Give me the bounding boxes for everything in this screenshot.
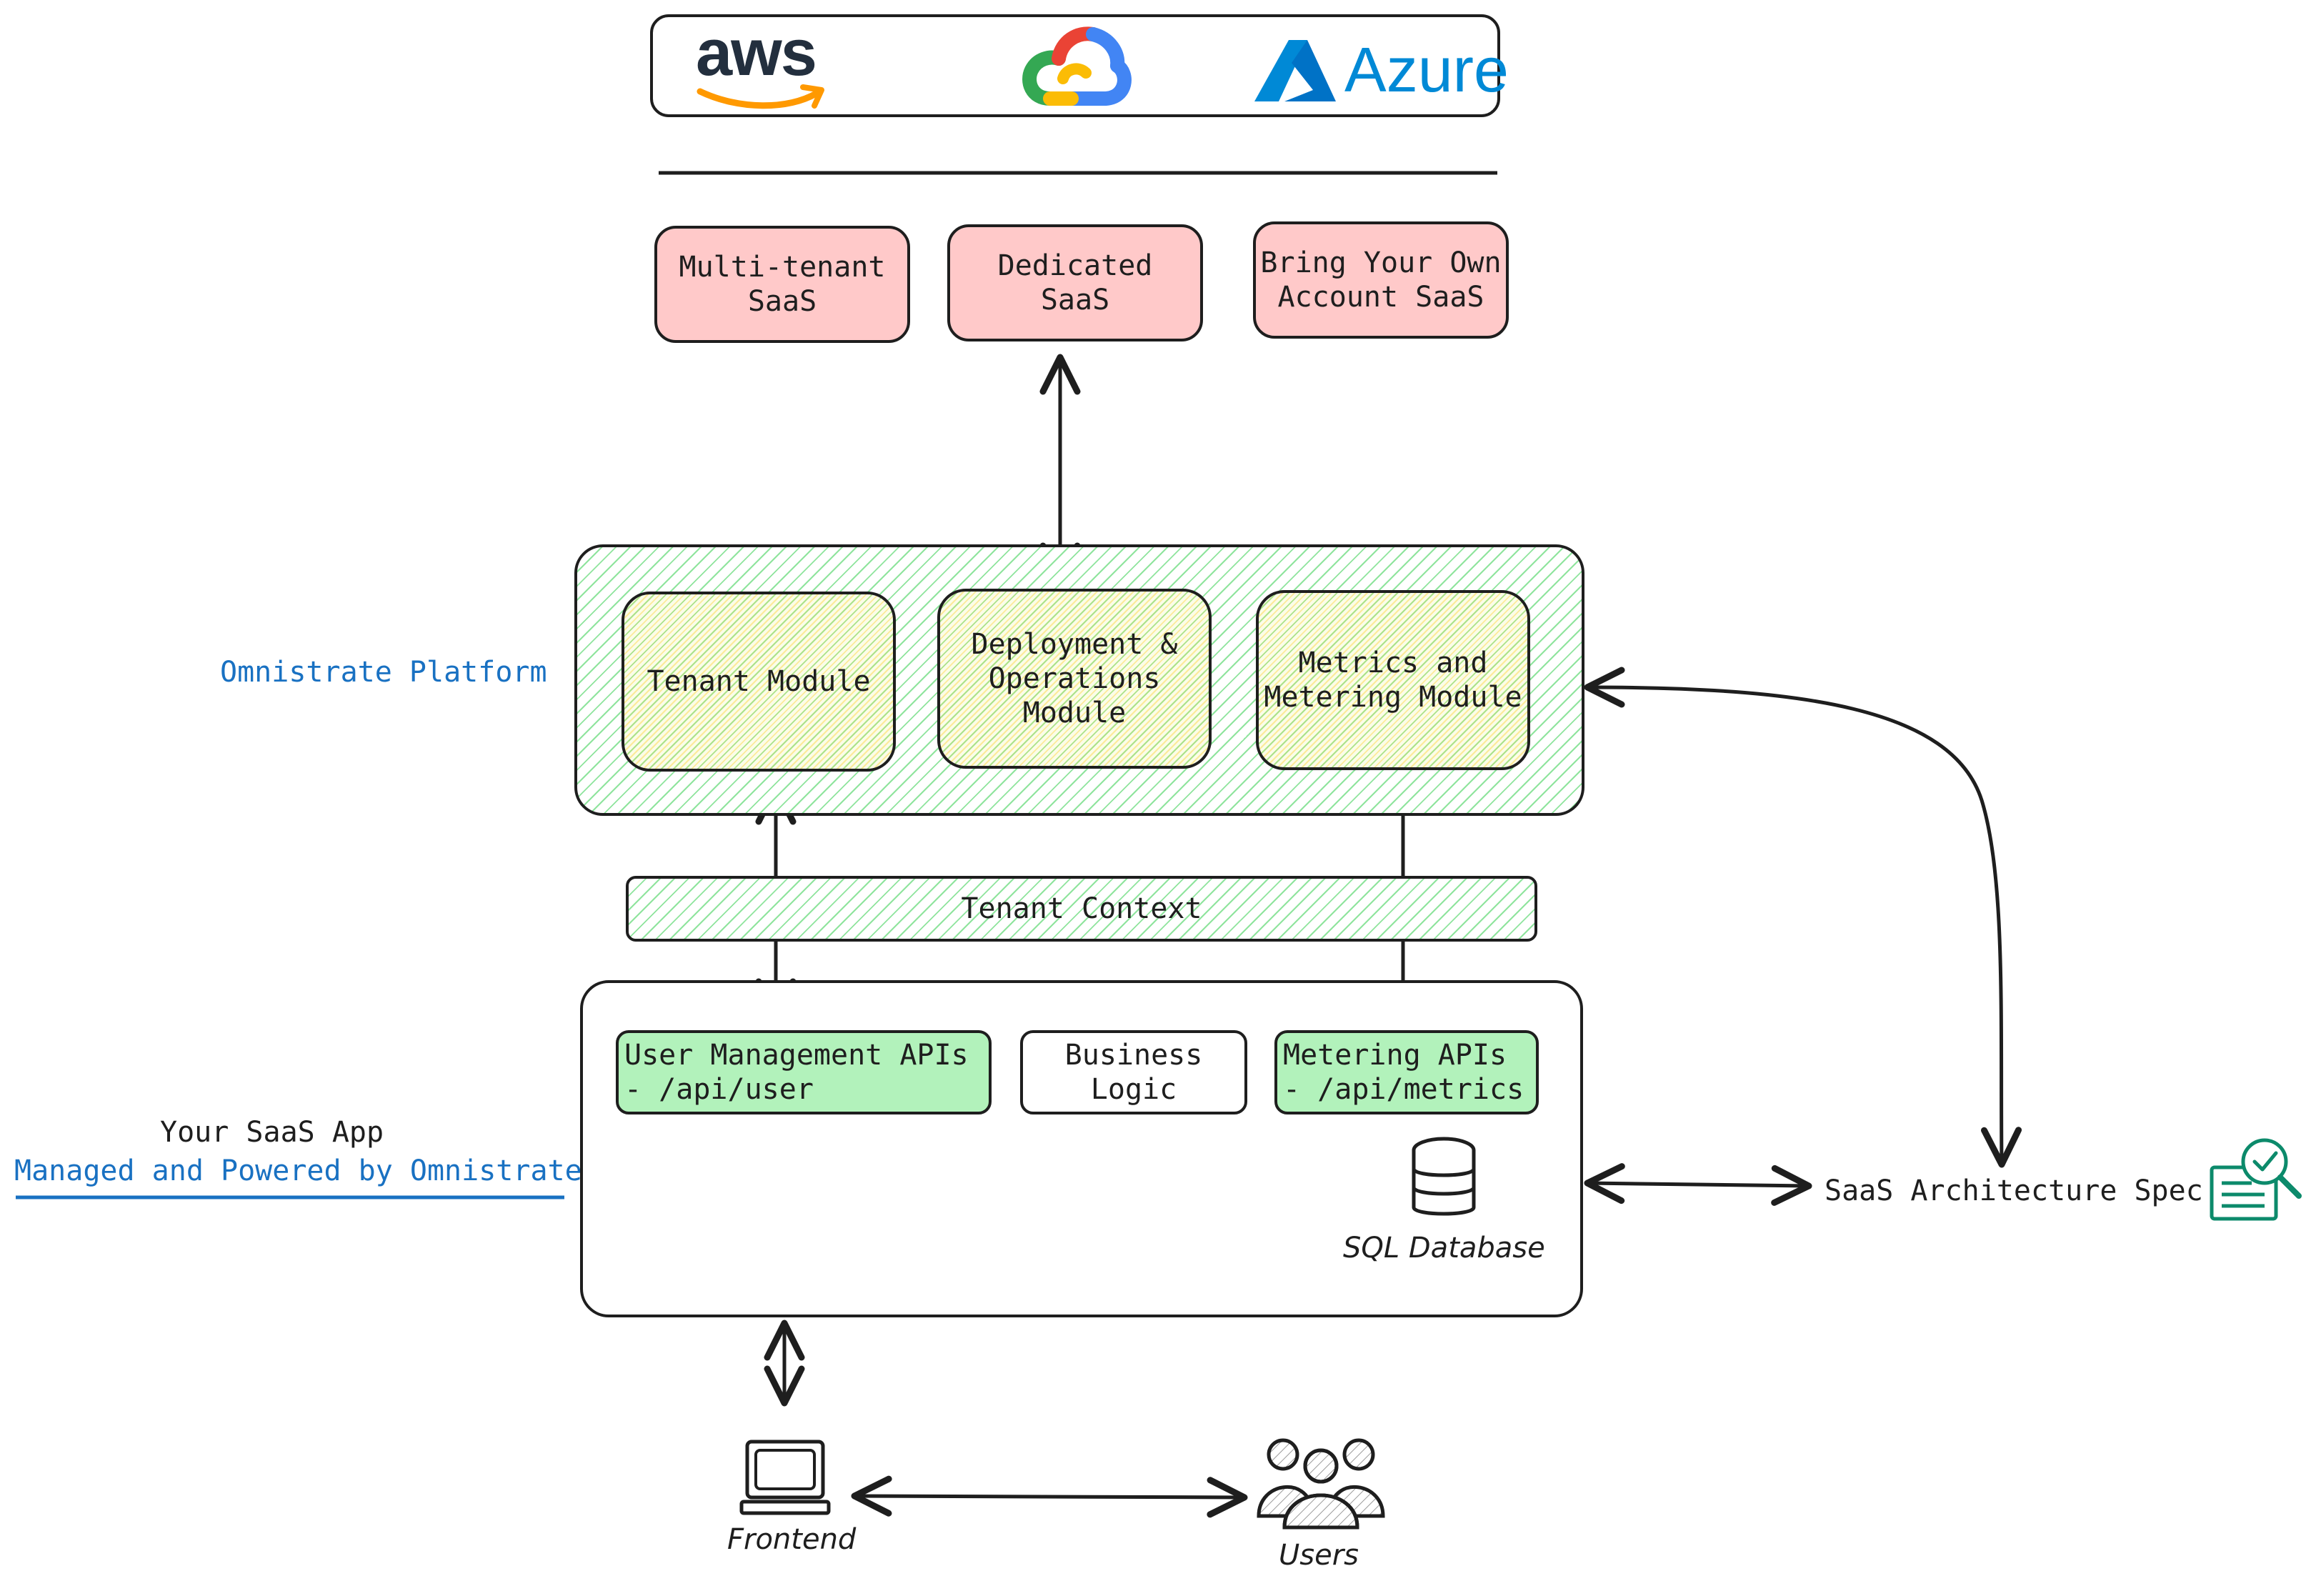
platform-side-label: Omnistrate Platform bbox=[220, 656, 547, 689]
user-management-api: User Management APIs - /api/user bbox=[616, 1030, 992, 1114]
frontend-label: Frontend bbox=[727, 1523, 857, 1556]
app-side-sublabel: Managed and Powered by Omnistrate bbox=[14, 1154, 582, 1187]
aws-logo-text: aws bbox=[696, 16, 817, 89]
azure-icon bbox=[1254, 40, 1336, 101]
database-icon bbox=[1412, 1137, 1476, 1216]
google-cloud-icon bbox=[1022, 26, 1132, 106]
cloud-providers-bar: aws Azure bbox=[650, 14, 1509, 117]
spec-document-icon bbox=[2210, 1138, 2302, 1221]
computer-icon bbox=[739, 1440, 831, 1515]
spec-label: SaaS Architecture Spec bbox=[1825, 1174, 2203, 1207]
database-label: SQL Database bbox=[1343, 1232, 1545, 1265]
offering-dedicated-saas: Dedicated SaaS bbox=[947, 224, 1203, 341]
azure-logo-text: Azure bbox=[1344, 34, 1509, 105]
business-logic: Business Logic bbox=[1020, 1030, 1247, 1114]
tenant-module: Tenant Module bbox=[622, 592, 896, 772]
offering-multi-tenant-saas: Multi-tenant SaaS bbox=[654, 226, 910, 343]
aws-smile-icon bbox=[697, 84, 824, 109]
app-side-label: Your SaaS App bbox=[160, 1116, 384, 1149]
aws-logo: aws bbox=[696, 16, 832, 110]
deployment-operations-module: Deployment & Operations Module bbox=[937, 589, 1212, 769]
tenant-context-bar: Tenant Context bbox=[626, 876, 1537, 942]
azure-logo: Azure bbox=[1247, 31, 1509, 110]
offering-byoa-saas: Bring Your Own Account SaaS bbox=[1253, 221, 1509, 339]
metering-api: Metering APIs - /api/metrics bbox=[1274, 1030, 1539, 1114]
arrow-platform-spec bbox=[1584, 667, 2022, 1168]
metrics-metering-module: Metrics and Metering Module bbox=[1256, 590, 1530, 770]
arrow-app-spec bbox=[1584, 1163, 1812, 1206]
users-label: Users bbox=[1279, 1539, 1359, 1572]
users-icon bbox=[1257, 1438, 1385, 1530]
arrow-frontend-users bbox=[851, 1475, 1248, 1518]
